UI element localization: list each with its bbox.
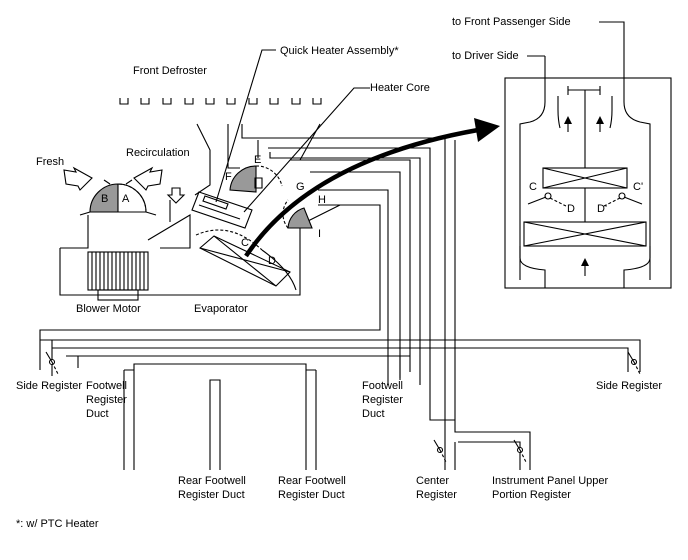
damper-label-D: D — [268, 255, 276, 267]
label-rear-footwell-left-2: Register Duct — [178, 489, 245, 501]
side-register-right-flap — [627, 351, 641, 375]
label-side-register-right: Side Register — [596, 380, 662, 392]
damper-label-A: A — [122, 193, 130, 205]
damper-label-I: I — [318, 228, 321, 240]
label-footwell-left-1: Footwell — [86, 380, 127, 392]
inset-label-D-prime: D' — [597, 203, 607, 215]
label-footwell-left-2: Register — [86, 394, 127, 406]
label-footwell-right-1: Footwell — [362, 380, 403, 392]
damper-label-G: G — [296, 181, 305, 193]
fresh-recirc-damper — [79, 179, 157, 216]
defroster-damper — [229, 165, 283, 193]
label-footwell-right-2: Register — [362, 394, 403, 406]
inset-panel — [504, 30, 672, 289]
label-front-defroster: Front Defroster — [133, 65, 207, 77]
label-center-register-2: Register — [416, 489, 457, 501]
label-recirculation: Recirculation — [126, 147, 190, 159]
side-register-left-flap — [45, 351, 59, 375]
label-front-passenger: to Front Passenger Side — [452, 16, 571, 28]
label-rear-footwell-left-1: Rear Footwell — [178, 475, 246, 487]
recirculation-arrow-icon — [133, 166, 163, 191]
label-fresh: Fresh — [36, 156, 64, 168]
label-ip-upper-2: Portion Register — [492, 489, 571, 501]
label-ip-upper-1: Instrument Panel Upper — [492, 475, 609, 487]
label-rear-footwell-right-2: Register Duct — [278, 489, 345, 501]
label-driver-side: to Driver Side — [452, 50, 519, 62]
inset-label-C: C — [529, 181, 537, 193]
leader-front-passenger — [599, 21, 625, 30]
label-center-register-1: Center — [416, 475, 449, 487]
flow-arrowhead-icon — [474, 118, 500, 142]
damper-label-H: H — [318, 194, 326, 206]
evaporator — [195, 229, 297, 291]
damper-label-E: E — [254, 154, 261, 166]
leader-quick-heater — [215, 49, 276, 203]
inset-label-D: D — [567, 203, 575, 215]
fresh-arrow-icon — [63, 166, 93, 191]
leader-heater-core — [243, 87, 370, 213]
label-quick-heater: Quick Heater Assembly* — [280, 45, 399, 57]
inset-label-C-prime: C' — [633, 181, 643, 193]
label-footwell-left-3: Duct — [86, 408, 109, 420]
quick-heater-assembly — [191, 191, 253, 229]
damper-label-C: C — [241, 237, 249, 249]
label-evaporator: Evaporator — [194, 303, 248, 315]
intake-arrow-icon — [166, 187, 186, 204]
label-blower-motor: Blower Motor — [76, 303, 141, 315]
label-footnote: *: w/ PTC Heater — [16, 518, 99, 530]
label-rear-footwell-right-1: Rear Footwell — [278, 475, 346, 487]
damper-label-F: F — [225, 171, 232, 183]
flow-arrow-icon — [244, 127, 479, 258]
damper-label-B: B — [101, 193, 108, 205]
center-register-flap — [433, 439, 447, 463]
blower-motor-icon — [87, 251, 149, 301]
defroster-vents — [119, 98, 322, 105]
label-heater-core: Heater Core — [370, 82, 430, 94]
label-side-register-left: Side Register — [16, 380, 82, 392]
ip-upper-register-flap — [513, 439, 527, 463]
label-footwell-right-3: Duct — [362, 408, 385, 420]
duct-network — [40, 140, 641, 470]
